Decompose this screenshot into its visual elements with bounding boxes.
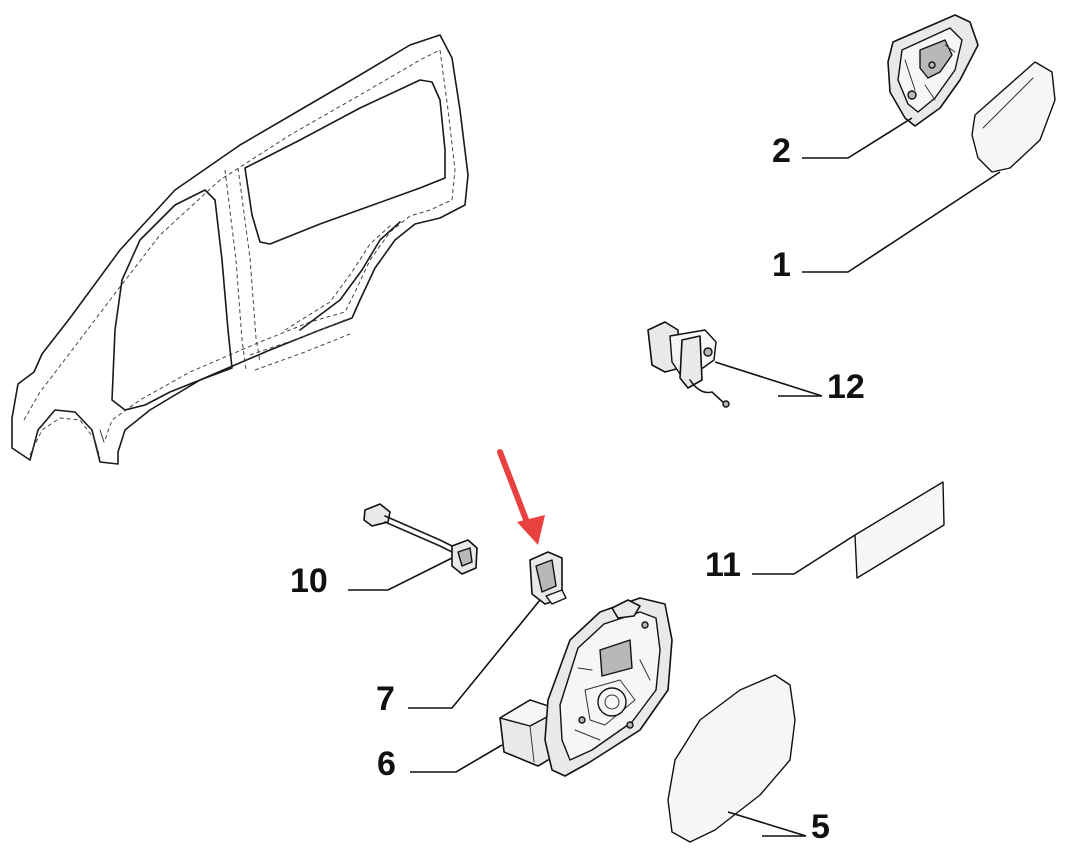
callout-7: 7 [376, 680, 395, 718]
callout-11: 11 [705, 546, 741, 584]
leader-lines [348, 117, 1001, 837]
part-10-cable-harness [363, 503, 478, 575]
callout-1: 1 [772, 246, 791, 284]
part-1-flap-cover [971, 61, 1056, 173]
callout-12: 12 [827, 368, 865, 406]
part-5-seal [667, 674, 796, 843]
part-2-flap-housing [887, 14, 979, 127]
part-6-filler-housing [499, 597, 673, 777]
callout-2: 2 [772, 132, 791, 170]
callout-5: 5 [811, 808, 830, 846]
part-12-actuator [647, 321, 730, 408]
part-11-label [854, 481, 945, 579]
part-7-lock-unit [529, 551, 567, 605]
indicator-arrow [497, 449, 545, 545]
callout-10: 10 [290, 562, 328, 600]
callout-6: 6 [377, 745, 396, 783]
callout-labels: 2 1 12 10 11 7 6 5 [290, 132, 865, 846]
vehicle-body-outline [11, 34, 469, 465]
